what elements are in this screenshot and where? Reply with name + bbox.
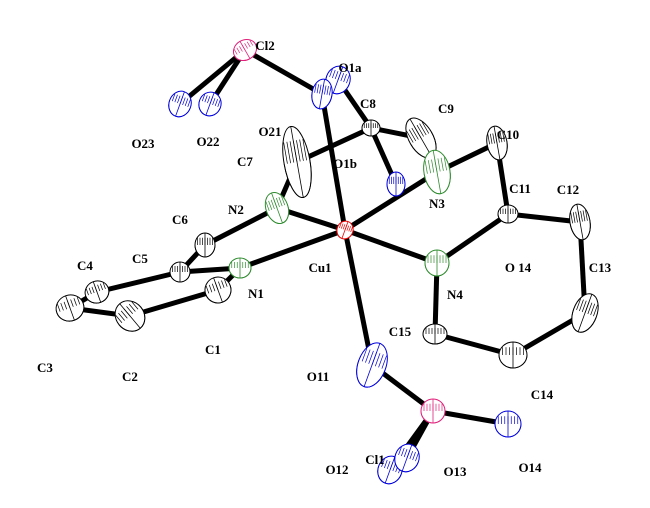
atom-C14	[498, 341, 528, 369]
atom-label-C4: C4	[77, 258, 93, 273]
bond-N2-C6	[203, 205, 279, 248]
bond-C5-C4	[96, 269, 181, 295]
atom-label-C15: C15	[389, 324, 412, 339]
bond-Cl2-O21	[243, 47, 324, 97]
atom-O23	[168, 90, 192, 118]
atom-C15	[422, 323, 448, 345]
atom-O21	[311, 78, 333, 110]
atom-label-C11: C11	[509, 181, 531, 196]
atom-label-C1: C1	[205, 342, 221, 357]
atom-O13	[394, 443, 420, 473]
atom-Cl2	[232, 38, 258, 62]
atom-label-O14: O14	[518, 460, 542, 475]
atom-label-O13: O13	[443, 464, 467, 479]
bond-Cl2-O23	[178, 48, 247, 106]
atom-label-O11: O11	[307, 369, 329, 384]
atom-label-C9: C9	[438, 101, 454, 116]
atom-C3	[55, 294, 85, 322]
atom-label-N2: N2	[228, 202, 244, 217]
bond-N1-Cu1	[239, 227, 346, 271]
atom-label-C12: C12	[557, 182, 579, 197]
bond-Cu1-N4	[344, 227, 438, 266]
bond-O21-Cu1	[319, 93, 348, 231]
atom-label-O22: O22	[196, 134, 219, 149]
bond-N3-Cu1	[343, 169, 439, 233]
bond-Cu1-O11	[342, 229, 375, 366]
atom-label-C3: C3	[37, 360, 53, 375]
atom-C13	[571, 293, 599, 333]
atom-N1	[228, 257, 252, 279]
atom-label-N4: N4	[447, 287, 463, 302]
atom-label-C10: C10	[497, 127, 519, 142]
atom-label-C2: C2	[122, 369, 138, 384]
atom-label-N1: N1	[248, 286, 264, 301]
atom-label-C5: C5	[132, 251, 148, 266]
bond-C11-C12	[507, 211, 581, 225]
atom-O14	[494, 410, 522, 438]
atom-C1	[204, 276, 232, 304]
bond-C2-C1	[129, 287, 219, 319]
atom-label-Cl2: Cl2	[255, 38, 275, 53]
atom-label-O12: O12	[325, 462, 348, 477]
atom-C5	[169, 261, 191, 283]
atom-N2	[264, 192, 290, 224]
atom-N3	[423, 149, 451, 195]
atom-Cl1	[420, 398, 446, 424]
atom-label-Cl1: Cl1	[365, 452, 385, 467]
atom-C2	[114, 300, 146, 332]
atom-C7	[282, 125, 312, 199]
atom-C10	[486, 125, 508, 161]
atom-label-C14: C14	[531, 387, 554, 402]
atom-N4	[424, 249, 450, 277]
atom-C6	[194, 232, 216, 258]
atom-O11	[356, 342, 388, 388]
atom-C8	[361, 119, 381, 137]
atom-Cu1	[336, 220, 354, 240]
atom-label-C8: C8	[360, 96, 376, 111]
atom-label-O1a: O1a	[338, 60, 362, 75]
atom-label-C6: C6	[172, 212, 188, 227]
atom-label-O23: O23	[131, 136, 155, 151]
label-O14b: O 14	[505, 260, 532, 275]
atom-label-O21: O21	[258, 124, 281, 139]
bond-C11-N4	[435, 211, 510, 266]
atom-label-C13: C13	[589, 260, 612, 275]
atom-C11	[497, 204, 519, 224]
atom-O22	[198, 91, 222, 117]
atom-label-N3: N3	[429, 196, 445, 211]
atom-label-Cu1: Cu1	[308, 260, 331, 275]
atom-C12	[569, 203, 591, 241]
atom-label-O1b: O1b	[333, 156, 357, 171]
atom-C4	[84, 280, 110, 304]
atom-O1b	[386, 171, 406, 197]
atom-label-C7: C7	[237, 154, 253, 169]
